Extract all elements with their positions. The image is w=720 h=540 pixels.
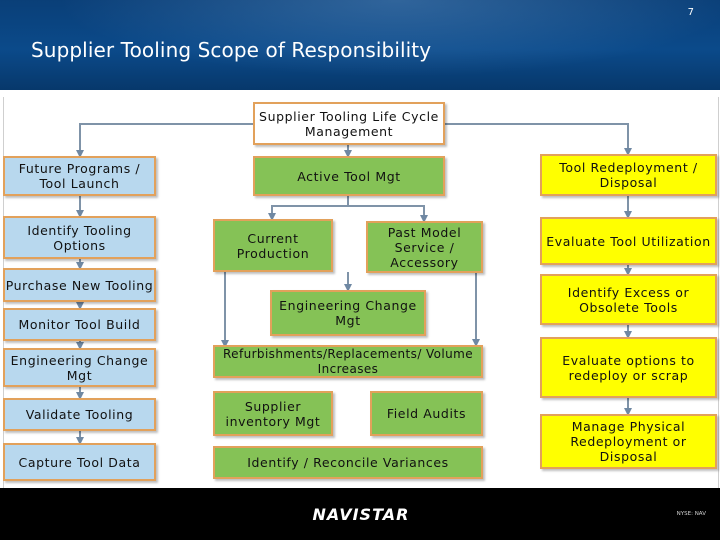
right-tool-redeployment: Tool Redeployment / Disposal	[540, 154, 717, 196]
right-identify-excess-obsolete: Identify Excess or Obsolete Tools	[540, 274, 717, 325]
logo-text: NAVISTAR	[313, 505, 410, 523]
center-identify-reconcile-variances: Identify / Reconcile Variances	[213, 446, 483, 479]
left-purchase-new-tooling: Purchase New Tooling	[3, 268, 156, 302]
slide-footer	[0, 488, 720, 540]
header-sheen	[0, 0, 720, 90]
center-active-tool-mgt: Active Tool Mgt	[253, 156, 445, 196]
right-manage-physical-redeployment: Manage Physical Redeployment or Disposal	[540, 414, 717, 469]
page-number: 7	[687, 7, 694, 18]
right-evaluate-options: Evaluate options to redeploy or scrap	[540, 337, 717, 398]
left-identify-tooling-options: Identify Tooling Options	[3, 216, 156, 259]
left-monitor-tool-build: Monitor Tool Build	[3, 308, 156, 341]
center-past-model-service: Past Model Service / Accessory	[366, 221, 483, 273]
center-supplier-inventory-mgt: Supplier inventory Mgt	[213, 391, 333, 436]
center-current-production: Current Production	[213, 219, 333, 272]
left-capture-tool-data: Capture Tool Data	[3, 443, 156, 481]
left-validate-tooling: Validate Tooling	[3, 398, 156, 431]
right-evaluate-tool-utilization: Evaluate Tool Utilization	[540, 217, 717, 265]
ticker-symbol: NYSE: NAV	[676, 511, 706, 517]
slide-header	[0, 0, 720, 90]
slide-title: Supplier Tooling Scope of Responsibility	[31, 38, 432, 62]
center-refurbishments: Refurbishments/Replacements/ Volume Incr…	[213, 345, 483, 378]
left-future-programs: Future Programs / Tool Launch	[3, 156, 156, 196]
root-life-cycle-management: Supplier Tooling Life Cycle Management	[253, 102, 445, 145]
center-field-audits: Field Audits	[370, 391, 483, 436]
center-engineering-change-mgt: Engineering Change Mgt	[270, 290, 426, 336]
left-engineering-change-mgt: Engineering Change Mgt	[3, 348, 156, 387]
navistar-logo: NAVISTAR	[313, 505, 410, 523]
